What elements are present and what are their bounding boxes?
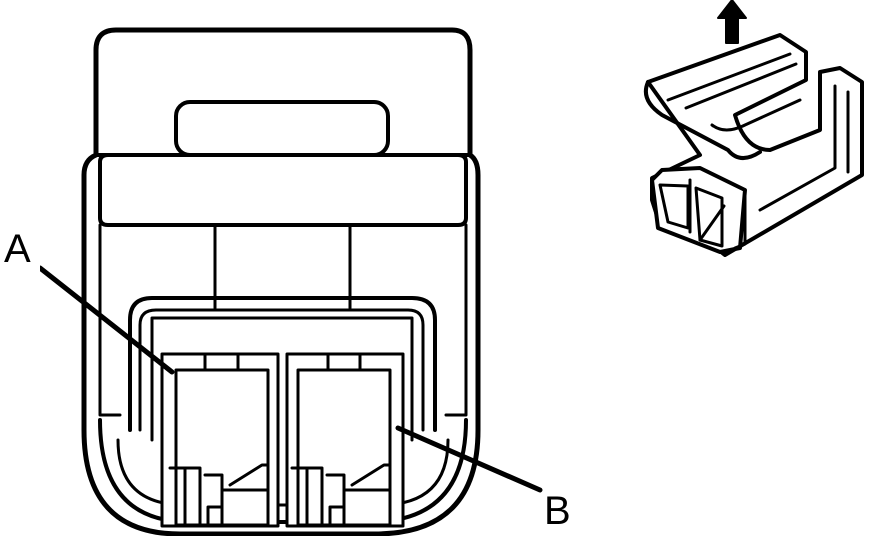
arrow-up-icon <box>717 0 747 44</box>
callout-b-leader <box>395 425 543 493</box>
bottom-contour-outer <box>98 418 468 524</box>
cavity-outer <box>128 296 437 432</box>
left-rail <box>98 223 122 417</box>
cavity-frame <box>150 316 414 442</box>
latch-slot <box>174 100 390 157</box>
callout-b-label: B <box>544 489 571 533</box>
cavity-inner <box>138 308 425 432</box>
callout-a-box <box>0 224 40 272</box>
callout-a-label: A <box>4 227 31 271</box>
terminal-cavity-b <box>285 352 405 528</box>
tpa-insert-view <box>643 0 864 257</box>
terminal-cavity-a <box>160 352 280 528</box>
right-rail <box>444 223 468 417</box>
latch-bar <box>98 153 468 227</box>
bottom-contour-inner <box>116 438 450 507</box>
connector-face-view <box>81 27 481 536</box>
center-stem <box>213 223 352 310</box>
callout-a-leader <box>37 265 175 375</box>
